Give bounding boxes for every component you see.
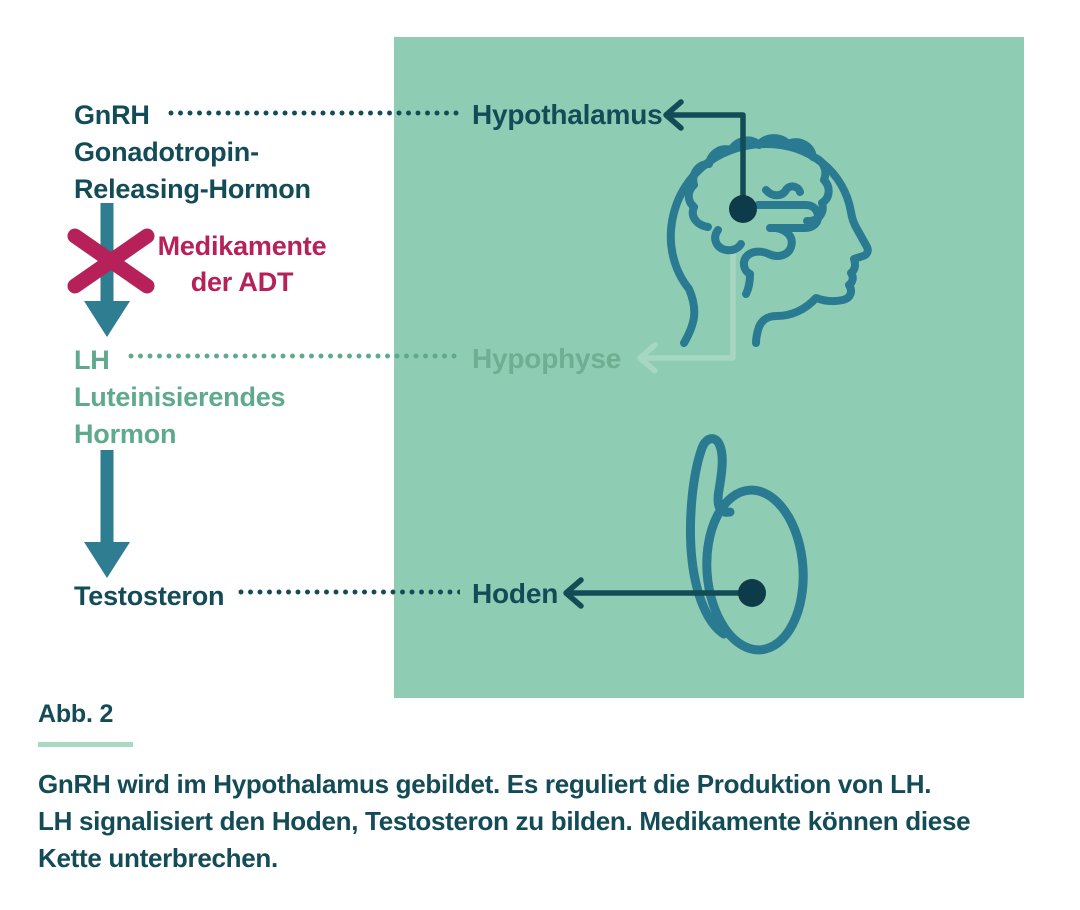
flow-arrow-lh-testosteron bbox=[84, 450, 130, 578]
adt-blocker-label: Medikamente der ADT bbox=[152, 228, 332, 300]
figure-number-label: Abb. 2 bbox=[38, 700, 114, 728]
figure-caption: GnRH wird im Hypothalamus gebildet. Es r… bbox=[38, 766, 971, 877]
caption-line3: Kette unterbrechen. bbox=[38, 843, 278, 873]
testosteron-hoden-dotline bbox=[238, 589, 460, 595]
lh-label: LH Luteinisierendes Hormon bbox=[74, 342, 286, 453]
figure-rule bbox=[38, 742, 133, 747]
caption-line1: GnRH wird im Hypothalamus gebildet. Es r… bbox=[38, 769, 932, 799]
blocked-x-icon bbox=[67, 228, 155, 294]
gnrh-label: GnRH Gonadotropin- Releasing-Hormon bbox=[74, 97, 311, 208]
testosteron-label: Testosteron bbox=[74, 581, 225, 611]
lh-name-line2: Hormon bbox=[74, 419, 177, 449]
hypothalamus-label: Hypothalamus bbox=[472, 99, 663, 130]
gnrh-hypothalamus-dotline bbox=[168, 110, 460, 116]
testicle-icon bbox=[685, 434, 808, 655]
gnrh-abbr: GnRH bbox=[74, 100, 150, 130]
caption-line2: LH signalisiert den Hoden, Testosteron z… bbox=[38, 806, 971, 836]
lh-hypophyse-dotline bbox=[128, 353, 460, 359]
adt-blocker-line2: der ADT bbox=[190, 267, 294, 297]
hypothalamus-dot bbox=[729, 195, 757, 223]
lh-name-line1: Luteinisierendes bbox=[74, 382, 286, 412]
gnrh-name-line1: Gonadotropin- bbox=[74, 137, 259, 167]
hypophyse-label: Hypophyse bbox=[472, 343, 622, 374]
hoden-label: Hoden bbox=[472, 578, 559, 609]
adt-blocker-line1: Medikamente bbox=[157, 231, 327, 261]
brain-head-icon bbox=[666, 134, 872, 347]
gnrh-name-line2: Releasing-Hormon bbox=[74, 174, 311, 204]
lh-abbr: LH bbox=[74, 345, 110, 375]
hypothalamus-arrow bbox=[665, 112, 746, 212]
hoden-dot bbox=[738, 579, 766, 607]
